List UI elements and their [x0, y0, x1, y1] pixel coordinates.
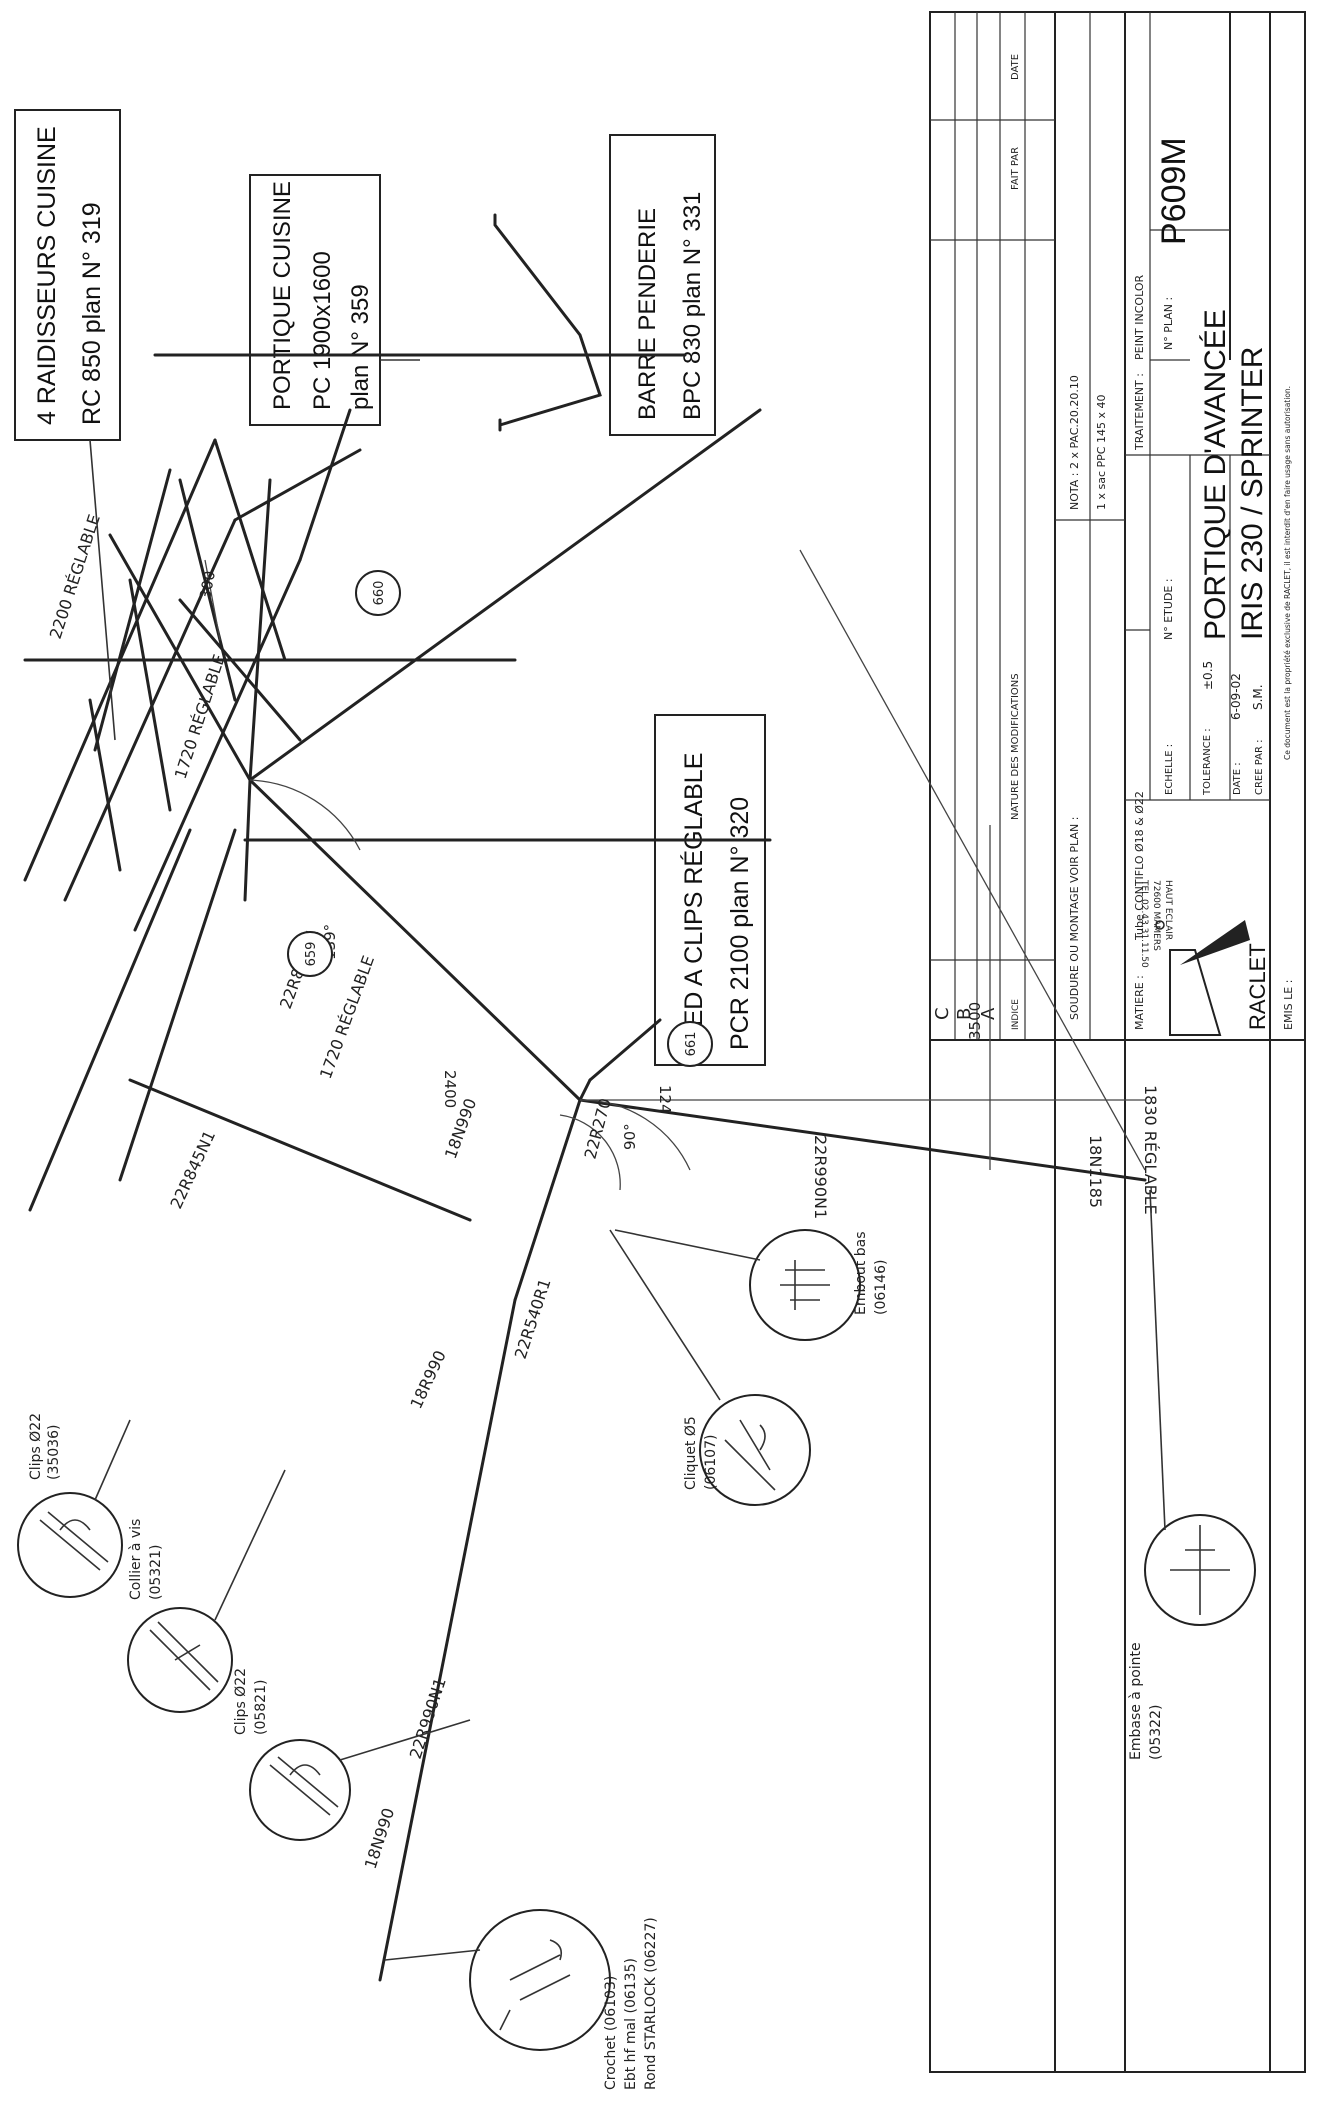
- matiere-label: MATIERE :: [1133, 975, 1146, 1030]
- matiere-value: Tube CONTIFLO Ø18 & Ø22: [1133, 791, 1146, 941]
- barre-penderie-drawing: [493, 213, 602, 432]
- raidisseurs-line-2: RC 850 plan N° 319: [78, 202, 106, 425]
- indice-label: INDICE: [1011, 999, 1021, 1030]
- emis-le-label: EMIS LE :: [1282, 980, 1295, 1030]
- tube-22r990n1-a: 22R990N1: [406, 1675, 450, 1761]
- rev-b: B: [954, 1008, 975, 1020]
- echelle-label: ECHELLE :: [1164, 744, 1175, 795]
- portique-cuisine-line-1: PORTIQUE CUISINE: [269, 181, 296, 410]
- tube-18n990-b: 18N990: [361, 1806, 398, 1872]
- drawing-title-2: IRIS 230 / SPRINTER: [1236, 347, 1269, 640]
- part-cliquet-06107: Cliquet Ø5 (06107): [609, 1229, 811, 1506]
- tube-18n1185: 18N1185: [1086, 1135, 1105, 1208]
- leader-raidisseurs: [89, 439, 116, 741]
- detail-marker-659: 659: [287, 931, 333, 977]
- n-etude-label: N° ETUDE :: [1162, 578, 1175, 640]
- cree-par-value: S.M.: [1251, 684, 1265, 710]
- soudure-label: SOUDURE OU MONTAGE VOIR PLAN :: [1068, 817, 1081, 1020]
- barre-penderie-line-2: BPC 830 plan N° 331: [679, 192, 706, 420]
- nature-label: NATURE DES MODIFICATIONS: [1010, 673, 1021, 820]
- cliquet-ref: (06107): [703, 1435, 719, 1490]
- dim-3500: 3500: [966, 1002, 984, 1040]
- title-block: C B A INDICE NATURE DES MODIFICATIONS FA…: [929, 11, 1306, 2073]
- embout-name: Embout bas: [853, 1231, 869, 1315]
- crochet-line-3: Rond STARLOCK (06227): [643, 1917, 659, 2090]
- tube-22r990n1-b: 22R990N1: [811, 1135, 830, 1219]
- tube-1830-reglable: 1830 RÉGLABLE: [1141, 1085, 1160, 1215]
- part-embout-06146: Embout bas (06146): [614, 1229, 889, 1341]
- date-header: DATE: [1010, 54, 1021, 80]
- angle-90: 90°: [621, 1123, 639, 1150]
- nota-label: NOTA : 2 x PAC.20.20.10: [1068, 375, 1081, 510]
- part-embase-05322: Embase à pointe (05322): [1128, 1189, 1256, 1760]
- embout-ref: (06146): [873, 1260, 889, 1315]
- nota-line2: 1 x sac PPC 145 x 40: [1095, 395, 1108, 510]
- date-label: DATE :: [1232, 762, 1243, 795]
- raclet-logo: RACLET: [1155, 920, 1270, 1036]
- part-clips-05821: Clips Ø22 (05821): [233, 1668, 471, 1841]
- frame-tubes: [23, 353, 1147, 1982]
- clips-a-name: Clips Ø22: [28, 1413, 44, 1480]
- pied-clips-line-1: PIED A CLIPS RÉGLABLE: [679, 753, 708, 1050]
- property-notice: Ce document est la propriété exclusive d…: [1283, 386, 1292, 760]
- plan-number: P609M: [1155, 137, 1193, 245]
- callout-raidisseurs: 4 RAIDISSEURS CUISINE RC 850 plan N° 319: [14, 109, 121, 441]
- detail-marker-660: 660: [355, 570, 401, 616]
- tube-22r270: 22R270: [581, 1096, 615, 1161]
- date-value: 6-09-02: [1229, 673, 1243, 720]
- clips-a-ref: (35036): [46, 1425, 62, 1480]
- fait-par-label: FAIT PAR: [1010, 147, 1021, 190]
- dim-2400: 2400: [441, 1070, 459, 1108]
- crochet-line-1: Crochet (06103): [603, 1976, 619, 2090]
- callout-barre-penderie: BARRE PENDERIE BPC 830 plan N° 331: [609, 134, 716, 436]
- barre-penderie-line-1: BARRE PENDERIE: [634, 208, 661, 420]
- address-line-1: HAUT ECLAIR: [1163, 880, 1173, 940]
- dim-124: 124: [656, 1085, 674, 1114]
- part-crochet-06103: Crochet (06103) Ebt hf mal (06135) Rond …: [384, 1909, 659, 2090]
- rev-a: A: [978, 1007, 999, 1020]
- collier-ref: (05321): [148, 1545, 164, 1600]
- tube-22r845n1-b: 22R845N1: [166, 1127, 219, 1211]
- tolerance-label: TOLERANCE :: [1202, 728, 1213, 796]
- crochet-line-2: Ebt hf mal (06135): [623, 1958, 639, 2090]
- collier-name: Collier à vis: [128, 1519, 144, 1600]
- title-block-frame: [929, 11, 1306, 2073]
- drawing-title-1: PORTIQUE D'AVANCÉE: [1199, 309, 1232, 640]
- embase-ref: (05322): [1148, 1705, 1164, 1760]
- cree-par-label: CREE PAR :: [1254, 740, 1265, 795]
- callout-pied-clips: PIED A CLIPS RÉGLABLE PCR 2100 plan N° 3…: [654, 714, 766, 1066]
- tube-2200-reglable: 2200 RÉGLABLE: [46, 512, 104, 641]
- rev-c: C: [932, 1007, 953, 1020]
- part-collier-05321: Collier à vis (05321): [127, 1469, 286, 1713]
- pied-clips-line-2: PCR 2100 plan N° 320: [726, 797, 754, 1050]
- tube-1720-reglable-a: 1720 RÉGLABLE: [171, 652, 229, 781]
- tube-18r990: 18R990: [406, 1347, 449, 1411]
- portique-cuisine-line-3: plan N° 359: [347, 284, 374, 410]
- n-plan-label: N° PLAN :: [1162, 297, 1175, 350]
- dim-300: 300: [196, 569, 219, 600]
- embase-name: Embase à pointe: [1128, 1642, 1144, 1760]
- detail-659-label: 659: [304, 942, 319, 967]
- clips-b-name: Clips Ø22: [233, 1668, 249, 1735]
- address-line-2: 72600 MAMERS: [1151, 880, 1161, 951]
- cliquet-name: Cliquet Ø5: [683, 1416, 699, 1490]
- address-line-3: TEL 02.43.31.11.50: [1139, 879, 1149, 968]
- callout-portique-cuisine: PORTIQUE CUISINE PC 1900x1600 plan N° 35…: [249, 174, 381, 426]
- part-clips-35036: Clips Ø22 (35036): [17, 1413, 131, 1598]
- traitement-value: PEINT INCOLOR: [1133, 275, 1146, 360]
- dimension-lines: [204, 549, 1146, 1191]
- raidisseurs-line-1: 4 RAIDISSEURS CUISINE: [33, 126, 61, 425]
- traitement-label: TRAITEMENT :: [1133, 373, 1146, 451]
- company-name: RACLET: [1245, 943, 1270, 1030]
- detail-marker-661: 661: [667, 1021, 713, 1067]
- tolerance-value: ±0.5: [1201, 661, 1215, 690]
- detail-661-label: 661: [684, 1032, 699, 1057]
- clips-b-ref: (05821): [253, 1680, 269, 1735]
- tube-1720-reglable-b: 1720 RÉGLABLE: [316, 953, 378, 1081]
- detail-660-label: 660: [372, 581, 387, 606]
- portique-cuisine-line-2: PC 1900x1600: [309, 251, 336, 410]
